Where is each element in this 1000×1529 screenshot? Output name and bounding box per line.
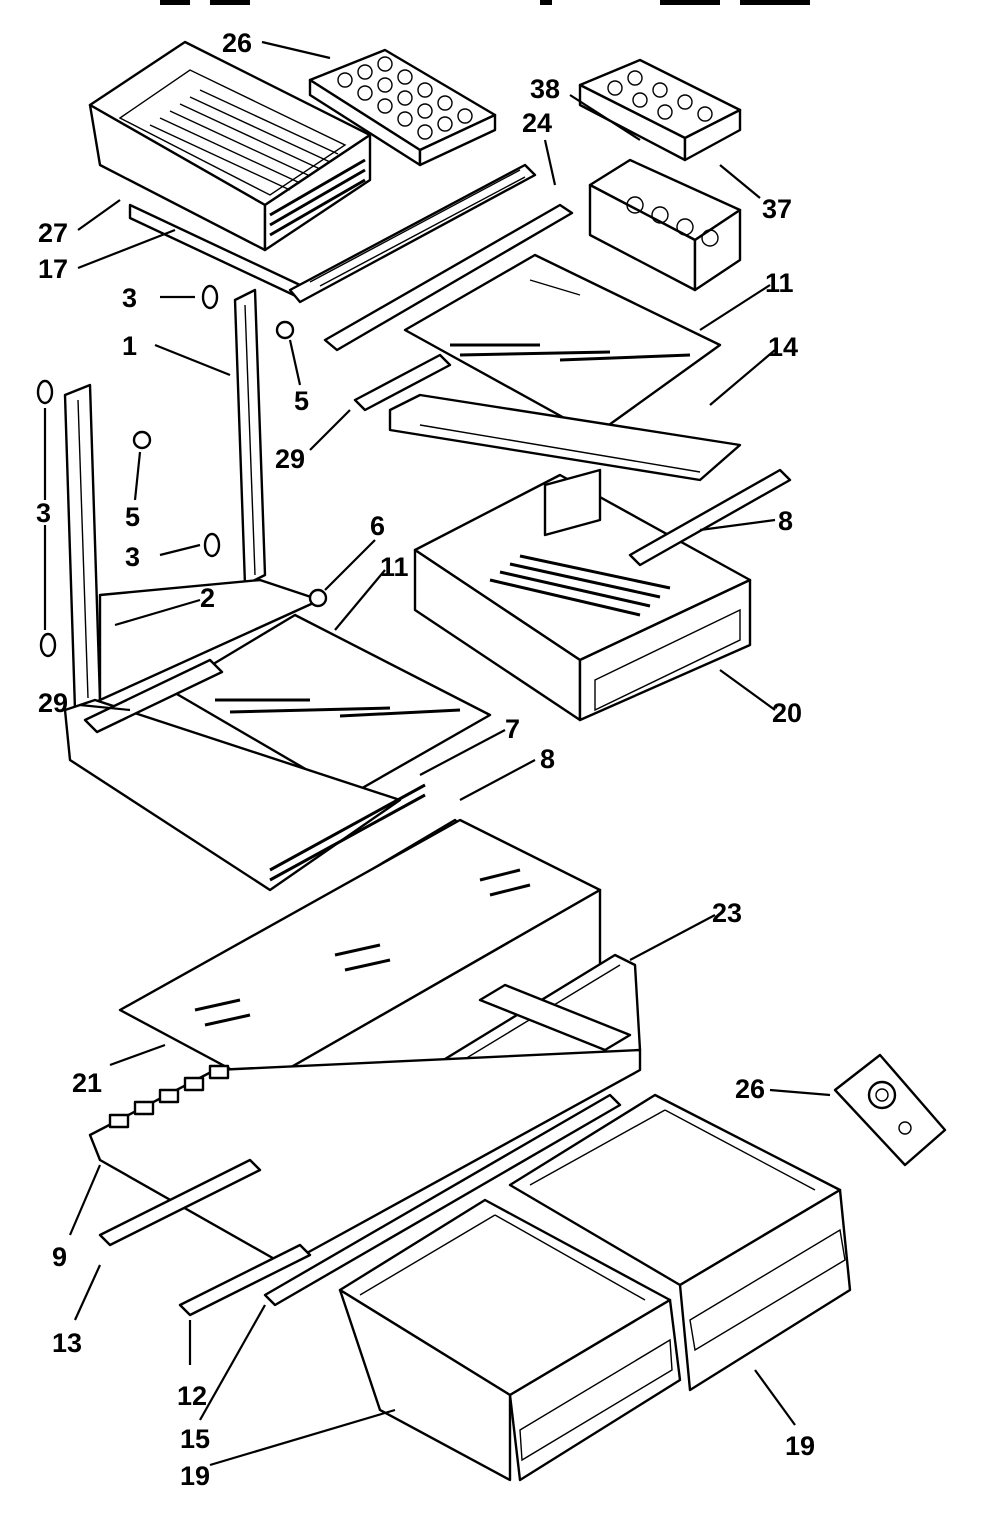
egg-tray-26 [308, 48, 497, 167]
callout-7: 7 [505, 714, 520, 744]
egg-cups-26 [337, 56, 473, 140]
egg-lid-37 [578, 58, 742, 162]
side-rail-1 [233, 288, 267, 587]
top-crop-strip [160, 0, 810, 5]
callout-12: 12 [177, 1381, 207, 1411]
screw-5-a [275, 320, 295, 340]
leader-lines [43, 40, 831, 1467]
callout-20: 20 [772, 698, 802, 728]
clip-3-a [201, 284, 219, 310]
callout-38: 38 [530, 74, 560, 104]
callout-5-b: 5 [125, 502, 140, 532]
callout-19-left: 19 [180, 1461, 210, 1491]
callout-3-b: 3 [36, 498, 51, 528]
side-rail-2 [63, 383, 102, 712]
clip-3-d [39, 632, 57, 658]
clip-3-b [203, 532, 221, 558]
crisper-drawer-19-right [508, 1093, 852, 1392]
callout-37: 37 [762, 194, 792, 224]
egg-bin-38 [588, 158, 742, 292]
rail-15 [263, 1093, 622, 1307]
glass-shelf-11-lower [168, 613, 492, 797]
control-buttons [108, 1064, 230, 1129]
callout-29-b: 29 [38, 688, 68, 718]
crisper-20-grille [489, 554, 671, 617]
callout-2: 2 [200, 583, 215, 613]
rail-13 [98, 1158, 262, 1247]
callout-29-a: 29 [275, 444, 305, 474]
frame-7-grille [269, 783, 426, 882]
callout-15: 15 [180, 1424, 210, 1454]
rail-8-upper [628, 468, 792, 567]
callout-11-a: 11 [765, 268, 794, 298]
callout-27: 27 [38, 218, 68, 248]
callout-17: 17 [38, 254, 68, 284]
callout-14: 14 [768, 332, 798, 362]
callout-19-right: 19 [785, 1431, 815, 1461]
callout-5-a: 5 [294, 386, 309, 416]
callout-9: 9 [52, 1242, 67, 1272]
screw-6 [308, 588, 328, 608]
callout-6: 6 [370, 511, 385, 541]
humidity-control-26 [833, 1053, 947, 1167]
callout-11-b: 11 [380, 552, 409, 582]
shelf-frame-top [288, 163, 537, 304]
crisper-drawer-19-left [338, 1198, 682, 1482]
crisper-frame-9 [88, 1048, 642, 1267]
top-bin-27 [88, 40, 372, 252]
callout-26-top: 26 [222, 28, 252, 58]
rail-12 [178, 1243, 312, 1317]
callout-24: 24 [522, 108, 552, 138]
rail-24 [323, 203, 574, 352]
callout-13: 13 [52, 1328, 82, 1358]
shelf-frame-14 [353, 353, 742, 482]
bin-27-ribs [149, 89, 339, 191]
callout-labels: 26 38 24 37 27 17 3 1 5 11 14 29 3 5 3 6… [36, 28, 815, 1491]
glass-shelf-11-upper [403, 253, 722, 437]
callout-26-bottom: 26 [735, 1074, 765, 1104]
crisper-drawer-20 [413, 468, 752, 722]
callout-3-c: 3 [125, 542, 140, 572]
callout-8-b: 8 [540, 744, 555, 774]
callout-3-a: 3 [122, 283, 137, 313]
callout-8-a: 8 [778, 506, 793, 536]
bin-27-grille [269, 158, 366, 237]
callout-23: 23 [712, 898, 742, 928]
clip-3-c [36, 379, 54, 405]
shelf-frame-7 [63, 658, 426, 892]
screw-5-b [132, 430, 152, 450]
callout-1: 1 [122, 331, 137, 361]
callout-21: 21 [72, 1068, 102, 1098]
